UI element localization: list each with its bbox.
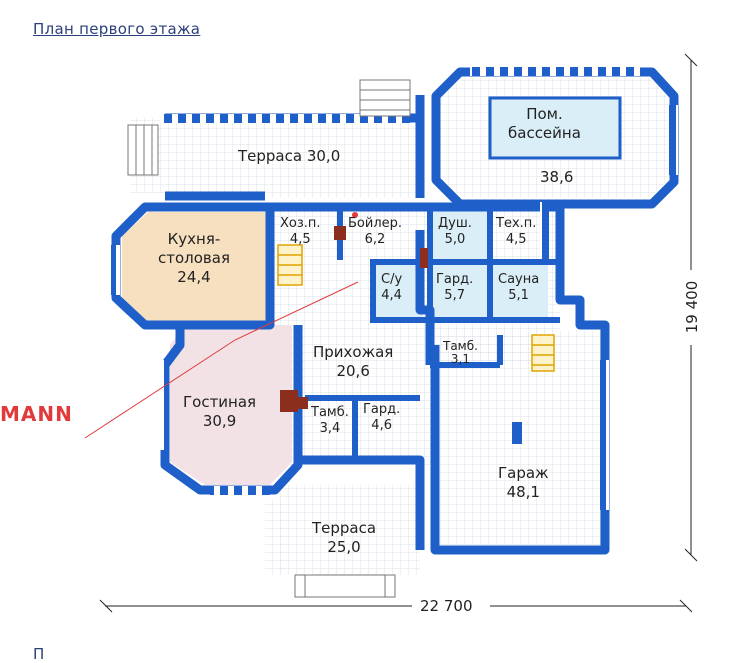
garage-area: 48,1 (506, 483, 540, 501)
fireplace-icon (280, 390, 298, 412)
windows (111, 67, 678, 510)
pool-area: 38,6 (540, 168, 574, 186)
terrace-top-label: Терраса 30,0 (238, 147, 341, 165)
wardrobe2-area: 4,6 (371, 418, 392, 433)
terrace-bottom-name: Терраса (312, 519, 377, 537)
shower-area: 5,0 (444, 232, 466, 247)
wc-name: С/у (381, 272, 403, 287)
terrace-bottom-area: 25,0 (327, 538, 361, 556)
width-dimension: 22 700 (420, 597, 473, 615)
wardrobe2-label: Гард. 4,6 (363, 402, 400, 434)
shower-label: Душ. 5,0 (438, 216, 472, 248)
living-name: Гостиная (183, 393, 257, 411)
shower-name: Душ. (438, 216, 472, 231)
entry-steps (127, 79, 411, 598)
hall-area: 20,6 (336, 362, 370, 380)
chimney-icon (298, 397, 308, 409)
wardrobe2-name: Гард. (363, 402, 401, 417)
stairs-icon (277, 244, 555, 372)
height-dimension: 19 400 (683, 280, 701, 334)
wc-area: 4,4 (381, 288, 402, 303)
brand-pointer-dot (352, 212, 358, 218)
sauna-name: Сауна (498, 272, 540, 287)
page-title[interactable]: План первого этажа (33, 20, 201, 38)
kitchen-name-line2: столовая (158, 249, 230, 267)
interior-walls (305, 207, 560, 460)
tech-area: 4,5 (505, 232, 527, 247)
sauna-floor (493, 265, 548, 317)
terrace-bottom-label: Терраса 25,0 (312, 519, 376, 557)
vestibule-label: Тамб. 3,4 (311, 405, 349, 437)
garage-drain-icon (512, 422, 522, 444)
vestibule-small-label: Тамб. 3,1 (443, 340, 478, 366)
boiler-area: 6,2 (364, 232, 386, 247)
vestibule-name: Тамб. (311, 405, 349, 420)
boiler-name: Бойлер. (348, 216, 403, 231)
pool-name-line1: Пом. (526, 105, 563, 123)
exterior-walls (111, 67, 679, 555)
footer-text[interactable]: П (33, 645, 45, 663)
sauna-area: 5,1 (508, 288, 529, 303)
tech-name: Тех.п. (496, 216, 537, 231)
vestibule-area: 3,4 (319, 421, 341, 436)
brand-logo: MANN (0, 402, 73, 426)
garage-label: Гараж 48,1 (498, 464, 549, 502)
wardrobe1-area: 5,7 (444, 288, 465, 303)
garage-name: Гараж (498, 464, 549, 482)
vestibule-small-area: 3,1 (450, 352, 471, 366)
wc-label: С/у 4,4 (381, 272, 402, 304)
storage-area: 4,5 (289, 232, 311, 247)
hall-label: Прихожая 20,6 (313, 343, 393, 381)
pool-name-line2: бассейна (508, 124, 581, 142)
wc-floor (373, 265, 423, 317)
hall-name: Прихожая (313, 343, 394, 361)
shower-floor (430, 210, 488, 260)
storage-name: Хоз.п. (280, 216, 321, 231)
living-floor (170, 325, 292, 485)
living-label: Гостиная 30,9 (183, 393, 256, 431)
wardrobe1-label: Гард. 5,7 (436, 272, 473, 304)
kitchen-label: Кухня- столовая 24,4 (158, 230, 230, 287)
dimension-lines (99, 53, 698, 613)
flue-icon (420, 248, 428, 268)
vestibule-small-name: Тамб. (443, 339, 478, 353)
boiler-label: Бойлер. 6,2 (348, 216, 402, 248)
pool-basin (488, 96, 622, 160)
kitchen-floor (122, 212, 268, 325)
wardrobe1-name: Гард. (436, 272, 474, 287)
brand-pointer-line (84, 281, 359, 439)
wardrobe-floor (430, 265, 490, 317)
living-area: 30,9 (202, 412, 237, 430)
sauna-label: Сауна 5,1 (498, 272, 539, 304)
kitchen-name-line1: Кухня- (167, 230, 221, 248)
storage-label: Хоз.п. 4,5 (280, 216, 321, 248)
kitchen-area: 24,4 (177, 268, 211, 286)
boiler-flue-icon (334, 226, 346, 240)
pool-label: Пом. бассейна (508, 105, 581, 143)
tech-label: Тех.п. 4,5 (496, 216, 536, 248)
